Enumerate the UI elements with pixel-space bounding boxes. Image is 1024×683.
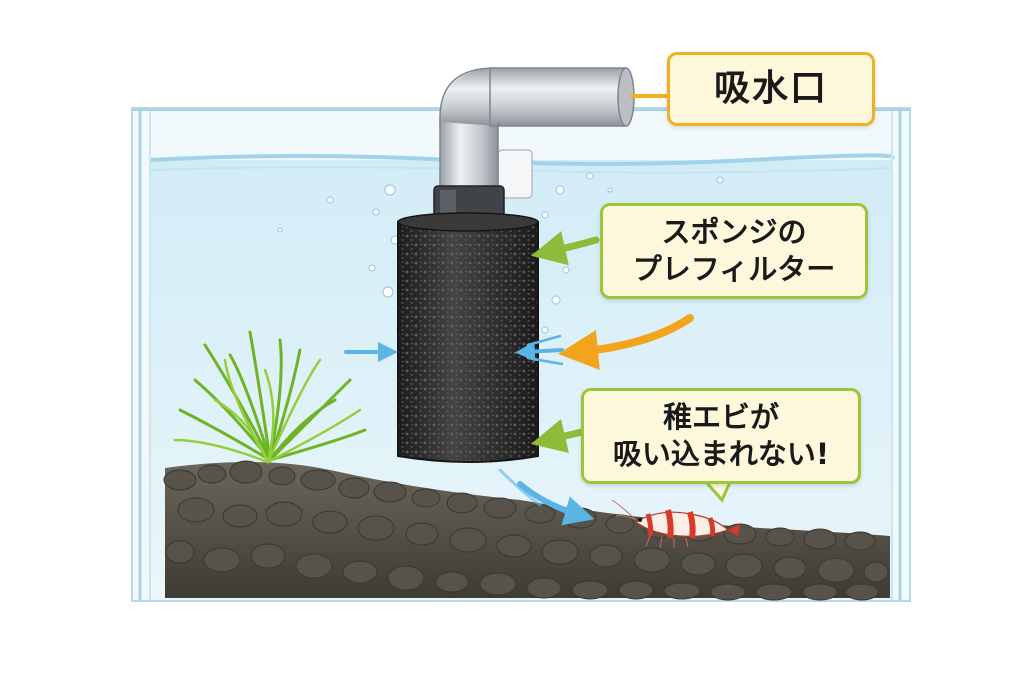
sponge-label-callout: スポンジの プレフィルター [600, 203, 868, 299]
substrate-gravel [163, 460, 890, 601]
callout-arrows [530, 94, 694, 454]
shrimp-arrow [530, 418, 586, 454]
shrimp-label-line1: 稚エビが [662, 399, 779, 434]
water-flow-arrows [344, 334, 595, 526]
aquarium-plant [173, 330, 367, 464]
callout-tail [704, 481, 732, 503]
intake-label: 吸水口 [713, 67, 828, 109]
red-cherry-shrimp [611, 499, 740, 549]
shrimp-label-callout: 稚エビが 吸い込まれない! [581, 388, 861, 484]
flow-arrow [558, 314, 694, 370]
intake-pipe [433, 67, 635, 225]
sponge-arrow [530, 231, 600, 266]
water-surface [149, 153, 895, 166]
sponge-label-line1: スポンジの [661, 214, 807, 249]
sponge-prefilter [397, 212, 539, 463]
shrimp-label-line2: 吸い込まれない! [612, 437, 830, 471]
intake-label-callout: 吸水口 [667, 52, 875, 126]
sponge-label-line2: プレフィルター [632, 252, 836, 286]
